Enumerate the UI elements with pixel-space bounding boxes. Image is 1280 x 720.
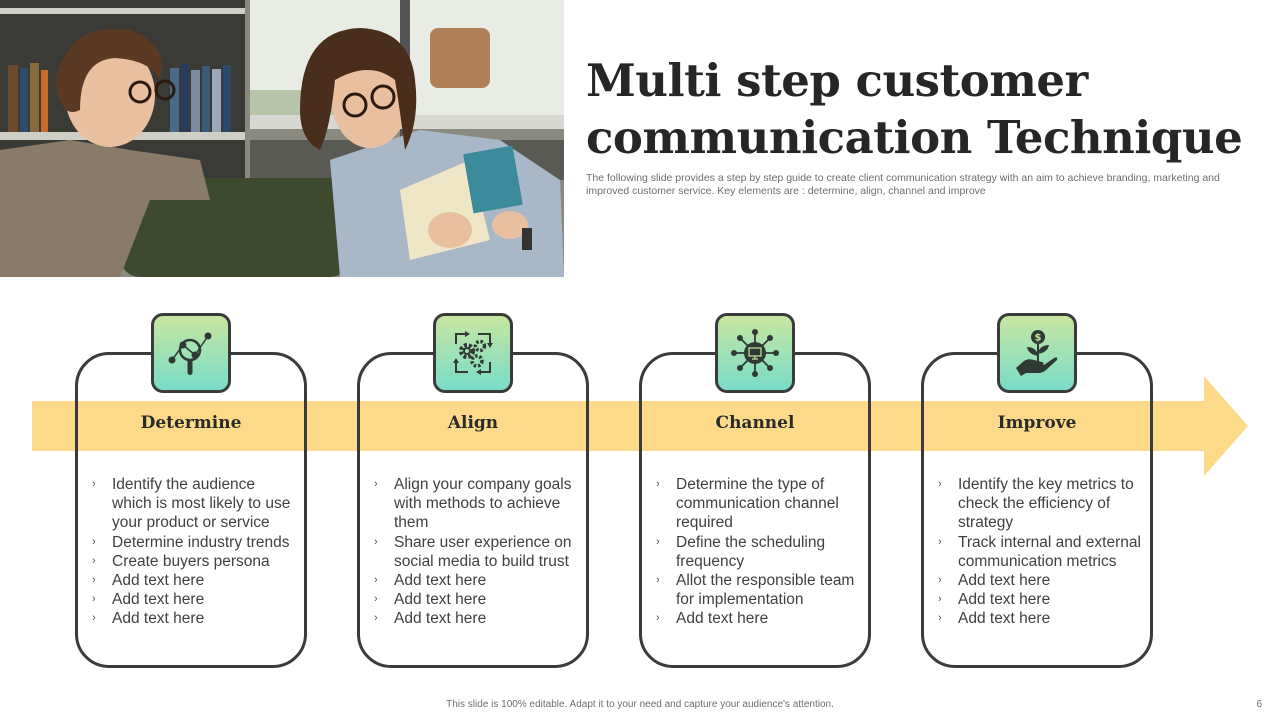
- list-item: ›Add text here: [938, 610, 1051, 628]
- list-item: ›Add text here: [374, 591, 487, 609]
- step-card-improve: Improve $ ›Identify the key metrics to c…: [921, 313, 1153, 668]
- chevron-right-icon: ›: [92, 554, 96, 567]
- step-heading: Align: [447, 413, 499, 433]
- chevron-right-icon: ›: [92, 478, 96, 490]
- list-item: ›Add text here: [92, 591, 205, 609]
- bullet-list: ›Identify the key metrics to check the e…: [938, 475, 1142, 629]
- list-item: ›Allot the responsible team for implemen…: [656, 572, 855, 609]
- chevron-right-icon: ›: [92, 535, 96, 548]
- header-photo: [0, 0, 564, 277]
- step-heading: Determine: [140, 413, 242, 433]
- step-heading: Improve: [997, 413, 1077, 433]
- list-item: ›Add text here: [374, 572, 487, 590]
- list-item: ›Add text here: [374, 610, 487, 628]
- bullet-list: ›Determine the type of communication cha…: [656, 475, 860, 629]
- list-item: ›Create buyers persona: [92, 552, 270, 570]
- bullet-list: ›Identify the audience which is most lik…: [92, 475, 296, 629]
- list-item: ›Add text here: [938, 591, 1051, 609]
- money-plant-hand-icon: $: [997, 313, 1077, 393]
- step-card-align: Align ›Align your company goals with met…: [357, 313, 589, 668]
- list-item: ›Determine the type of communication cha…: [656, 476, 839, 532]
- chevron-right-icon: ›: [656, 478, 660, 490]
- chevron-right-icon: ›: [374, 478, 378, 490]
- analytics-magnifier-icon: [151, 313, 231, 393]
- chevron-right-icon: ›: [656, 612, 660, 625]
- list-item: ›Track internal and external communicati…: [938, 533, 1141, 570]
- list-item: ›Add text here: [656, 610, 769, 628]
- slide-title: Multi step customer communication Techni…: [586, 52, 1266, 166]
- list-item: ›Define the scheduling frequency: [656, 533, 826, 570]
- gears-cycle-icon: [433, 313, 513, 393]
- svg-text:$: $: [1035, 333, 1042, 344]
- chevron-right-icon: ›: [92, 574, 96, 587]
- chevron-right-icon: ›: [374, 593, 378, 606]
- list-item: ›Add text here: [938, 572, 1051, 590]
- chevron-right-icon: ›: [374, 574, 378, 587]
- chevron-right-icon: ›: [656, 574, 660, 587]
- footer-note: This slide is 100% editable. Adapt it to…: [446, 699, 834, 710]
- list-item: ›Align your company goals with methods t…: [374, 476, 572, 532]
- chevron-right-icon: ›: [374, 612, 378, 625]
- step-card-determine: Determine ›Identify the audience which i…: [75, 313, 307, 668]
- list-item: ›Add text here: [92, 572, 205, 590]
- chevron-right-icon: ›: [92, 612, 96, 625]
- chevron-right-icon: ›: [92, 593, 96, 606]
- monitor-network-icon: [715, 313, 795, 393]
- photo-illustration: [0, 0, 564, 277]
- chevron-right-icon: ›: [374, 535, 378, 548]
- chevron-right-icon: ›: [938, 612, 942, 625]
- page-number: 6: [1256, 699, 1262, 710]
- chevron-right-icon: ›: [938, 593, 942, 606]
- title-line-1: Multi step customer: [586, 54, 1088, 107]
- chevron-right-icon: ›: [938, 535, 942, 548]
- bullet-list: ›Align your company goals with methods t…: [374, 475, 578, 629]
- chevron-right-icon: ›: [656, 535, 660, 548]
- step-card-channel: Channel ›De: [639, 313, 871, 668]
- step-heading: Channel: [715, 413, 795, 433]
- list-item: ›Identify the audience which is most lik…: [92, 476, 291, 532]
- list-item: ›Identify the key metrics to check the e…: [938, 476, 1134, 532]
- title-line-2: communication Technique: [586, 111, 1243, 164]
- list-item: ›Add text here: [92, 610, 205, 628]
- slide-subtitle: The following slide provides a step by s…: [586, 172, 1220, 197]
- chevron-right-icon: ›: [938, 478, 942, 490]
- list-item: ›Determine industry trends: [92, 533, 290, 551]
- chevron-right-icon: ›: [938, 574, 942, 587]
- list-item: ›Share user experience on social media t…: [374, 533, 572, 570]
